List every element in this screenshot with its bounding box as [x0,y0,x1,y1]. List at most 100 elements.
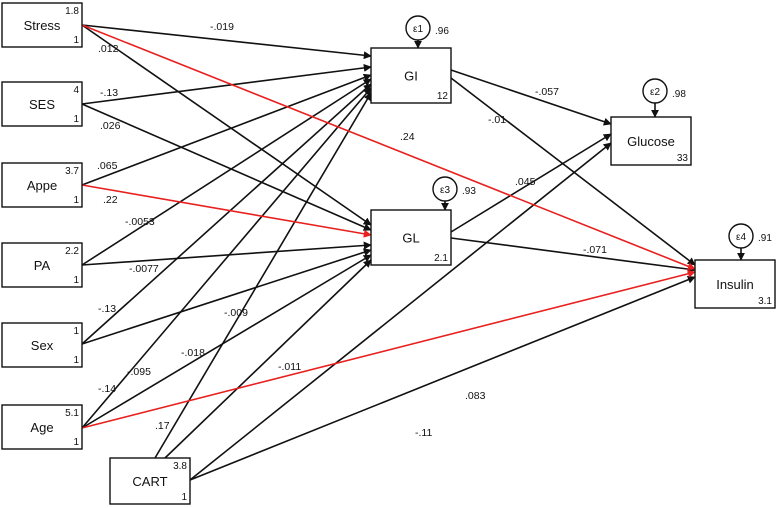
node-mean-sex: 1 [73,326,79,337]
coef-ses-gi: -.13 [100,87,118,99]
path-pa-gl [81,241,372,266]
path-stress-gl [81,24,372,226]
coef-cart-glucose: -.11 [415,427,432,439]
node-intercept-insulin: 3.1 [758,296,772,307]
node-box-sex [1,322,83,368]
error-circle-e2 [642,78,668,104]
node-box-gi [370,47,452,104]
error-variance-e2: .98 [672,89,686,100]
error-variance-e4: .91 [758,233,772,244]
coef-appe-gi: .065 [97,160,118,172]
node-variance-appe: 1 [73,195,79,206]
error-variance-e1: .96 [435,26,449,37]
node-variance-stress: 1 [73,35,79,46]
path-appe-gl [81,184,372,238]
node-mean-stress: 1.8 [65,6,79,17]
coef-gi-insulin: -.01 [488,114,506,126]
path-age-gl [81,254,372,429]
coef-stress-gl: .012 [98,43,119,55]
node-mean-pa: 2.2 [65,246,79,257]
node-gl: GL 2.1 [370,209,452,266]
path-cart-gi [154,92,372,459]
node-label-appe: Appe [27,178,57,193]
error-circle-e3 [432,176,458,202]
node-box-gl [370,209,452,266]
coef-age-insulin: -.011 [278,361,301,373]
path-ses-gl [81,103,372,231]
error-label-e3: ε3 [440,185,450,196]
path-cart-insulin [189,275,696,481]
node-label-age: Age [30,420,53,435]
node-intercept-gl: 2.1 [434,253,448,264]
node-label-gl: GL [402,231,419,246]
node-label-cart: CART [132,474,167,489]
node-box-cart [109,457,191,505]
node-appe: Appe 3.7 1 [1,162,83,208]
path-age-insulin [81,269,696,429]
node-mean-cart: 3.8 [173,461,187,472]
path-gl-glucose [450,133,612,233]
coef-stress-insulin: .24 [400,131,415,143]
node-mean-age: 5.1 [65,408,79,419]
node-label-glucose: Glucose [627,134,675,149]
error-variance-e3: .93 [462,186,476,197]
path-stress-gi [81,24,372,60]
coef-sex-gi: -.13 [98,303,116,315]
coef-ses-gl: .026 [100,120,121,132]
coef-gl-insulin: -.071 [583,244,607,256]
path-gi-insulin [450,77,696,266]
error-circle-e4 [728,223,754,249]
node-label-sex: Sex [31,338,54,353]
error-label-e1: ε1 [413,24,423,35]
node-cart: CART 3.8 1 [109,457,191,505]
path-pa-gi [81,78,372,266]
coef-age-gl: -.018 [181,347,205,359]
node-box-pa [1,242,83,288]
node-box-age [1,404,83,450]
coef-age-gi: -.14 [98,383,116,395]
path-ses-gi [81,63,372,105]
paths-layer [81,24,696,481]
node-gi: GI 12 [370,47,452,104]
path-sex-gi [81,83,372,345]
path-cart-glucose [189,142,612,481]
node-box-stress [1,2,83,48]
node-mean-appe: 3.7 [65,166,79,177]
node-label-gi: GI [404,69,418,84]
node-variance-sex: 1 [73,355,79,366]
path-age-gi [81,87,372,429]
errors-layer: ε1 .96 ε2 .98 ε3 .93 ε4 .91 [405,15,772,261]
node-variance-pa: 1 [73,275,79,286]
path-appe-gi [81,73,372,186]
coef-appe-gl: .22 [103,194,118,206]
node-pa: PA 2.2 1 [1,242,83,288]
coef-cart-gi: .17 [155,420,170,432]
node-variance-cart: 1 [181,492,187,503]
node-label-insulin: Insulin [716,277,754,292]
node-variance-ses: 1 [73,114,79,125]
coef-pa-gi: -.0053 [125,216,155,228]
node-insulin: Insulin 3.1 [694,259,776,309]
error-label-e2: ε2 [650,87,660,98]
coef-stress-gi: -.019 [210,21,234,33]
path-sex-gl [81,248,372,345]
coef-sex-gl: -.095 [127,366,151,378]
coef-cart-gl: -.009 [224,307,248,319]
node-sex: Sex 1 1 [1,322,83,368]
node-box-appe [1,162,83,208]
node-label-pa: PA [34,258,51,273]
path-gi-glucose [450,69,612,126]
coef-pa-gl: -.0077 [129,263,159,275]
node-label-stress: Stress [24,18,61,33]
node-variance-age: 1 [73,437,79,448]
coef-gl-glucose: .045 [515,176,536,188]
path-gl-insulin [450,237,696,274]
error-label-e4: ε4 [736,232,746,243]
node-box-insulin [694,259,776,309]
node-age: Age 5.1 1 [1,404,83,450]
node-stress: Stress 1.8 1 [1,2,83,48]
node-intercept-gi: 12 [437,91,449,102]
